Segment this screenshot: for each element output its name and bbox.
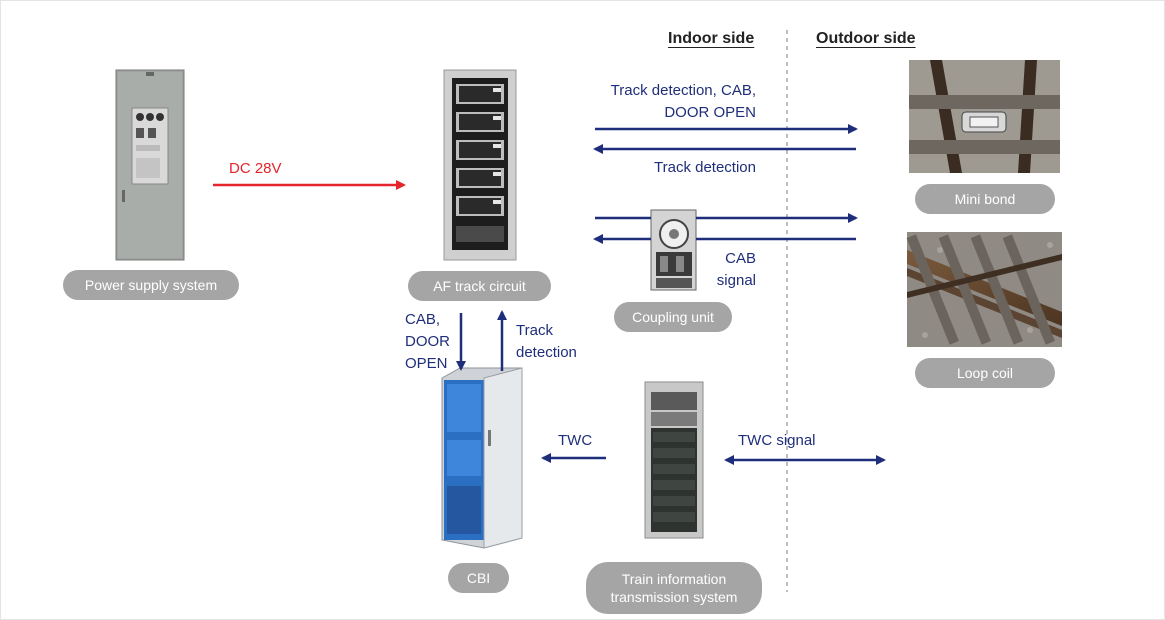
loop-coil-pill: Loop coil bbox=[915, 358, 1055, 388]
twc-label: TWC bbox=[558, 432, 593, 449]
loop-coil-image bbox=[906, 232, 1062, 347]
power-supply-pill: Power supply system bbox=[63, 270, 239, 300]
track-detection-label: Track detection bbox=[654, 159, 756, 176]
mini-bond-pill: Mini bond bbox=[915, 184, 1055, 214]
cab-signal-label: CAB signal bbox=[716, 250, 756, 289]
outdoor-side-header: Outdoor side bbox=[816, 30, 916, 47]
coupling-unit-image bbox=[650, 209, 697, 291]
power-supply-cabinet-image bbox=[115, 69, 185, 261]
cab-door-open-label: CAB, DOOR OPEN bbox=[405, 311, 450, 372]
coupling-unit-pill: Coupling unit bbox=[614, 302, 732, 332]
dc-28v-label: DC 28V bbox=[229, 160, 282, 177]
af-track-circuit-rack-image bbox=[443, 69, 517, 261]
cbi-pill: CBI bbox=[448, 563, 509, 593]
twc-signal-label: TWC signal bbox=[738, 432, 816, 449]
track-detection-vertical-label: Track detection bbox=[516, 322, 577, 361]
track-cab-door-label: Track detection, CAB, DOOR OPEN bbox=[610, 82, 756, 121]
cbi-cabinet-image bbox=[441, 367, 523, 549]
mini-bond-image bbox=[909, 60, 1060, 173]
af-track-circuit-pill: AF track circuit bbox=[408, 271, 551, 301]
train-info-transmission-pill: Train information transmission system bbox=[586, 562, 762, 614]
train-info-rack-image bbox=[644, 381, 704, 539]
indoor-side-header: Indoor side bbox=[668, 30, 755, 47]
